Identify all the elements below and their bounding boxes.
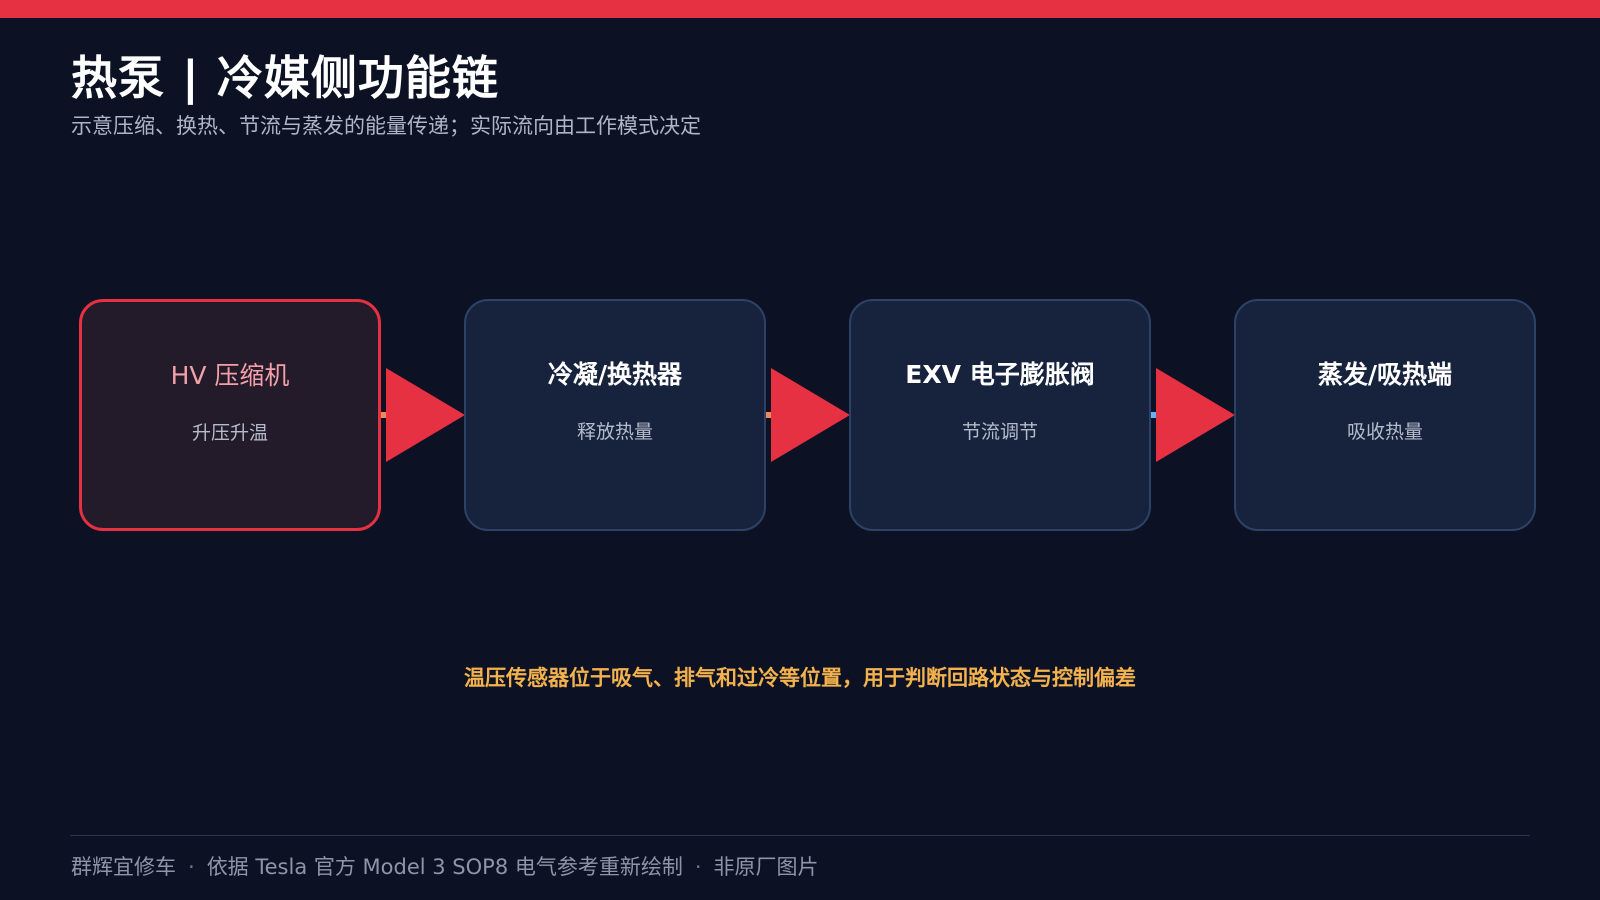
top-accent-bar: [0, 0, 1600, 18]
sensor-note: 温压传感器位于吸气、排气和过冷等位置，用于判断回路状态与控制偏差: [464, 666, 1136, 690]
arrow-3: [1156, 368, 1235, 462]
node-hv-compressor: HV 压缩机 升压升温: [79, 299, 381, 531]
node-subtitle: 升压升温: [191, 422, 268, 444]
footer-brand: 群辉宜修车: [71, 855, 176, 879]
node-title: HV 压缩机: [170, 361, 290, 390]
footer-separator: ·: [694, 855, 702, 879]
footer: 群辉宜修车 · 依据 Tesla 官方 Model 3 SOP8 电气参考重新绘制 ·…: [71, 851, 819, 881]
node-exv: EXV 电子膨胀阀 节流调节: [849, 299, 1151, 531]
node-subtitle: 释放热量: [576, 421, 653, 443]
node-title: 冷凝/换热器: [547, 360, 683, 389]
node-subtitle: 节流调节: [961, 421, 1038, 443]
arrow-1: [386, 368, 465, 462]
footer-divider: [70, 835, 1530, 836]
node-evaporator: 蒸发/吸热端 吸收热量: [1234, 299, 1536, 531]
page-subtitle: 示意压缩、换热、节流与蒸发的能量传递；实际流向由工作模式决定: [71, 114, 701, 138]
footer-source: 依据 Tesla 官方 Model 3 SOP8 电气参考重新绘制: [206, 855, 683, 879]
footer-disclaimer: 非原厂图片: [713, 855, 819, 879]
arrow-2: [771, 368, 850, 462]
page-title: 热泵 | 冷媒侧功能链: [71, 51, 499, 105]
node-subtitle: 吸收热量: [1346, 421, 1423, 443]
node-title: EXV 电子膨胀阀: [905, 360, 1095, 389]
node-title: 蒸发/吸热端: [1317, 360, 1453, 389]
node-condenser: 冷凝/换热器 释放热量: [464, 299, 766, 531]
footer-separator: ·: [188, 855, 195, 879]
